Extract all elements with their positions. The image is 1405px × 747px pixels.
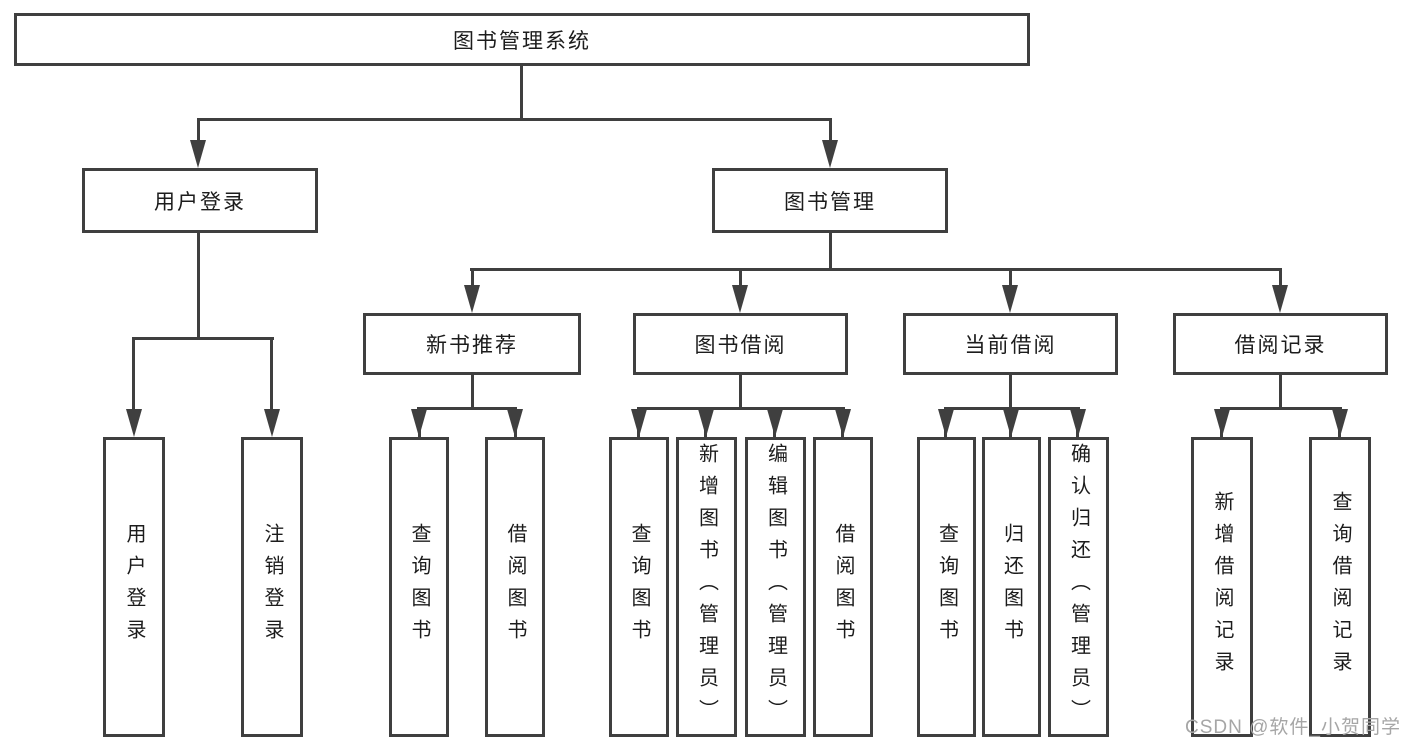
connector-root-stub: [520, 66, 523, 120]
node-current-borrow: 当前借阅: [903, 313, 1118, 375]
leaf-label: 新增图书（管理员）: [695, 443, 718, 731]
connector-borrow-records-stub: [1279, 375, 1282, 410]
node-user-login-label: 用户登录: [154, 190, 246, 214]
arrowhead-leaf-query-record: [1332, 409, 1348, 437]
leaf-label: 确认归还（管理员）: [1067, 443, 1090, 731]
arrowhead-leaf-add-books: [698, 409, 714, 437]
node-root-label: 图书管理系统: [453, 29, 591, 53]
node-borrow-records: 借阅记录: [1173, 313, 1388, 375]
leaf-query-books-3: 查询图书: [917, 437, 976, 737]
connector-current-borrow-stub: [1009, 375, 1012, 410]
connector-user-login-stub: [197, 233, 200, 340]
connector-to-book-management: [829, 118, 832, 150]
connector-book-mgmt-stub: [829, 233, 832, 270]
leaf-label: 用户登录: [123, 523, 145, 651]
leaf-label: 借阅图书: [504, 523, 526, 651]
node-root: 图书管理系统: [14, 13, 1030, 66]
leaf-add-books-admin: 新增图书（管理员）: [676, 437, 737, 737]
leaf-label: 查询图书: [628, 523, 650, 651]
connector-current-borrow-rail: [944, 407, 1080, 410]
connector-book-borrow-stub: [739, 375, 742, 410]
leaf-add-borrow-record: 新增借阅记录: [1191, 437, 1253, 737]
connector-level3-rail: [470, 268, 1282, 271]
arrowhead-leaf-confirm-return: [1070, 409, 1086, 437]
leaf-query-borrow-record: 查询借阅记录: [1309, 437, 1371, 737]
leaf-query-books-1: 查询图书: [389, 437, 449, 737]
node-book-borrow-label: 图书借阅: [694, 334, 787, 357]
arrowhead-book-borrow: [732, 285, 748, 313]
connector-to-user-login: [197, 118, 200, 150]
leaf-label: 查询图书: [408, 523, 430, 651]
arrowhead-new-book-recommend: [464, 285, 480, 313]
arrowhead-user-login: [190, 140, 206, 168]
node-book-borrow: 图书借阅: [633, 313, 848, 375]
connector-to-borrow-records: [1279, 268, 1282, 292]
leaf-user-login: 用户登录: [103, 437, 165, 737]
arrowhead-borrow-records: [1272, 285, 1288, 313]
arrowhead-leaf-query3: [938, 409, 954, 437]
arrowhead-current-borrow: [1002, 285, 1018, 313]
arrowhead-leaf-add-record: [1214, 409, 1230, 437]
leaf-label: 借阅图书: [832, 523, 854, 651]
csdn-watermark: CSDN @软件_小贺同学: [1185, 717, 1401, 738]
connector-to-leaf-user-login: [132, 337, 135, 412]
connector-level2-rail: [197, 118, 832, 121]
node-book-management: 图书管理: [712, 168, 948, 233]
arrowhead-leaf-borrow2: [835, 409, 851, 437]
arrowhead-leaf-query2: [631, 409, 647, 437]
arrowhead-leaf-logout: [264, 409, 280, 437]
leaf-label: 查询借阅记录: [1329, 491, 1351, 683]
connector-to-leaf-logout: [270, 337, 273, 412]
leaf-confirm-return-admin: 确认归还（管理员）: [1048, 437, 1109, 737]
connector-new-books-rail: [417, 407, 517, 410]
connector-user-login-rail: [133, 337, 274, 340]
leaf-return-books: 归还图书: [982, 437, 1041, 737]
connector-book-borrow-rail: [637, 407, 845, 410]
connector-to-book-borrow: [739, 268, 742, 292]
leaf-borrow-books-1: 借阅图书: [485, 437, 545, 737]
node-new-book-recommend-label: 新书推荐: [426, 334, 518, 357]
leaf-label: 归还图书: [1000, 523, 1023, 651]
node-user-login: 用户登录: [82, 168, 318, 233]
connector-borrow-records-rail: [1220, 407, 1342, 410]
leaf-label: 注销登录: [261, 523, 283, 651]
leaf-label: 查询图书: [935, 523, 958, 651]
node-book-management-label: 图书管理: [784, 190, 876, 214]
leaf-label: 编辑图书（管理员）: [764, 443, 787, 731]
node-current-borrow-label: 当前借阅: [964, 334, 1057, 357]
arrowhead-book-management: [822, 140, 838, 168]
arrowhead-leaf-user-login: [126, 409, 142, 437]
connector-to-new-book-recommend: [471, 268, 474, 292]
node-new-book-recommend: 新书推荐: [363, 313, 581, 375]
node-borrow-records-label: 借阅记录: [1234, 334, 1327, 357]
leaf-label: 新增借阅记录: [1211, 491, 1233, 683]
arrowhead-leaf-query1: [411, 409, 427, 437]
leaf-edit-books-admin: 编辑图书（管理员）: [745, 437, 806, 737]
leaf-logout: 注销登录: [241, 437, 303, 737]
connector-new-books-stub: [471, 375, 474, 410]
arrowhead-leaf-return: [1003, 409, 1019, 437]
connector-to-current-borrow: [1009, 268, 1012, 292]
leaf-borrow-books-2: 借阅图书: [813, 437, 873, 737]
arrowhead-leaf-edit-books: [767, 409, 783, 437]
leaf-query-books-2: 查询图书: [609, 437, 669, 737]
arrowhead-leaf-borrow1: [507, 409, 523, 437]
